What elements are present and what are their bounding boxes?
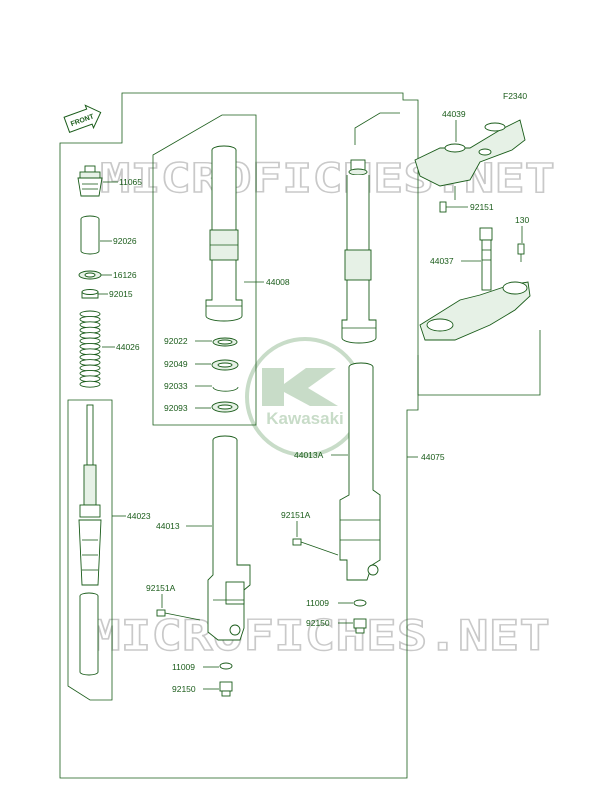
label-92150-left: 92150	[172, 684, 196, 694]
axle-clamp-bolt-right	[292, 538, 339, 556]
label-92150-right: 92150	[306, 618, 330, 628]
label-92033: 92033	[164, 381, 188, 391]
label-16126: 16126	[113, 270, 137, 280]
axle-clamp-bolt-left	[156, 609, 201, 621]
label-92151: 92151	[470, 202, 494, 212]
upper-bracket-part	[414, 119, 526, 200]
upper-bracket-bolt	[439, 201, 447, 213]
washer-part	[78, 270, 102, 280]
cap-bolt-part	[77, 165, 103, 197]
front-arrow-icon: FRONT	[63, 104, 102, 133]
inner-fork-tube-part	[205, 145, 243, 322]
leader-lines	[98, 120, 523, 690]
label-11009-right: 11009	[306, 598, 329, 608]
label-44037: 44037	[430, 256, 454, 266]
label-44039: 44039	[442, 109, 466, 119]
label-92093: 92093	[164, 403, 188, 413]
outer-tube-right-part	[339, 362, 381, 581]
bushing-part	[211, 401, 239, 413]
stem-bolt-130	[517, 243, 525, 262]
drain-bolt-right	[353, 618, 367, 634]
label-92049: 92049	[164, 359, 188, 369]
washer-right-bottom	[353, 599, 367, 607]
right-tube-box	[354, 112, 400, 145]
outer-tube-part	[207, 435, 251, 641]
label-11009-left: 11009	[172, 662, 195, 672]
label-44008: 44008	[266, 277, 290, 287]
inner-fork-tube-right-part	[341, 159, 377, 344]
circlip-part	[212, 386, 239, 392]
label-92022: 92022	[164, 336, 188, 346]
label-92151a-right: 92151A	[281, 510, 311, 520]
spring-coil	[79, 380, 101, 388]
assembly-frame	[59, 92, 419, 779]
dust-seal-part	[212, 337, 238, 347]
figure-code: F2340	[503, 91, 527, 101]
damper-group-box	[67, 399, 113, 701]
watermark-top: MICROFICHES.NET	[100, 156, 555, 202]
label-92151a-left: 92151A	[146, 583, 176, 593]
label-44013a: 44013A	[294, 450, 324, 460]
brand-text: Kawasaki	[266, 409, 344, 428]
spacer-part	[80, 215, 100, 255]
label-44023: 44023	[127, 511, 151, 521]
nut-part	[81, 289, 99, 299]
oil-seal-part	[211, 359, 239, 371]
label-92026: 92026	[113, 236, 137, 246]
label-11065: 11065	[119, 177, 142, 187]
stem-box	[417, 330, 541, 396]
label-44075: 44075	[421, 452, 445, 462]
damper-rod-part	[78, 404, 102, 676]
label-44013: 44013	[156, 521, 180, 531]
label-130: 130	[515, 215, 529, 225]
steering-stem-part	[419, 227, 531, 341]
label-44026: 44026	[116, 342, 140, 352]
fork-spring-part	[79, 310, 101, 388]
label-92015: 92015	[109, 289, 133, 299]
kawasaki-logo: Kawasaki	[245, 337, 365, 457]
drain-bolt-left	[219, 681, 233, 697]
watermark-bottom: MICROFICHES.NET	[90, 611, 550, 660]
fork-tube-group-box	[152, 114, 257, 426]
washer-left-bottom	[219, 662, 233, 670]
